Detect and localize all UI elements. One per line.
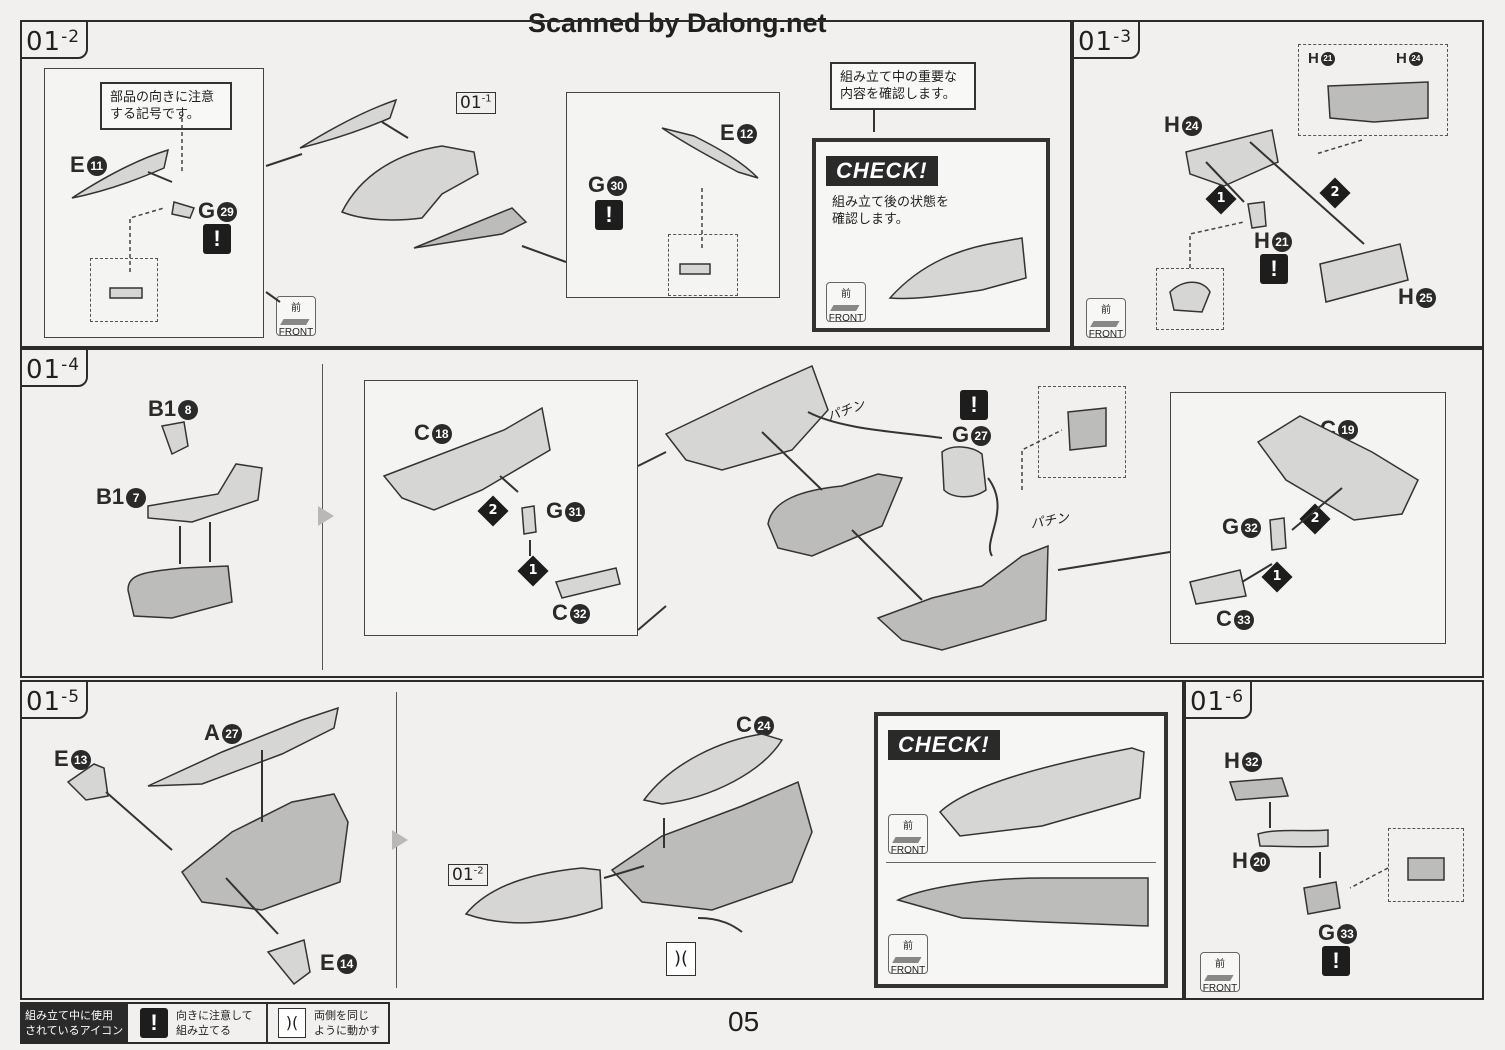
part-detail-box <box>1388 828 1464 902</box>
scan-credit: Scanned by Dalong.net <box>528 8 827 38</box>
part-detail-box <box>1038 386 1126 478</box>
check-divider <box>886 862 1156 863</box>
part-detail-box <box>668 234 738 296</box>
orientation-warning-icon: ! <box>1260 254 1288 284</box>
step-01-3-illustration <box>1169 81 1429 313</box>
part-detail-box <box>1156 268 1224 330</box>
step-number: 01-4 <box>20 348 89 387</box>
part-detail-box <box>90 258 158 322</box>
step-number: 01-5 <box>20 680 89 719</box>
legend-divider <box>266 1004 268 1042</box>
orientation-warning-icon: ! <box>960 390 988 420</box>
orientation-warning-icon: ! <box>1322 946 1350 976</box>
part-detail-box <box>1298 44 1448 136</box>
symmetric-move-icon: )( <box>666 942 696 976</box>
check-description: 組み立て後の状態を確認します。 <box>832 195 950 227</box>
step-01-4-illustration <box>127 364 1419 651</box>
check-badge: CHECK! <box>826 156 938 186</box>
orientation-note-callout: 部品の向きに注意する記号です。 <box>100 82 232 130</box>
legend-warning-text: 向きに注意して組み立てる <box>176 1009 253 1037</box>
legend-symmetric-text: 両側を同じように動かす <box>314 1009 380 1037</box>
legend-warning-icon: ! <box>140 1008 168 1038</box>
check-badge: CHECK! <box>888 730 1000 760</box>
flow-arrow <box>392 830 408 850</box>
legend-title: 組み立て中に使用されているアイコン <box>22 1004 128 1042</box>
step-01-2-illustration <box>71 98 1027 303</box>
step-number: 01-6 <box>1184 680 1253 719</box>
flow-arrow <box>318 506 334 526</box>
step-number: 01-2 <box>20 20 89 59</box>
ref-step-label: 01-1 <box>456 92 496 114</box>
check-note-callout: 組み立て中の重要な内容を確認します。 <box>830 62 976 110</box>
ref-step-label: 01-2 <box>448 864 488 886</box>
orientation-warning-icon: ! <box>203 224 231 254</box>
step-01-5-illustration <box>66 706 1149 986</box>
step-01-6-illustration <box>1228 777 1445 915</box>
step-number: 01-3 <box>1072 20 1141 59</box>
icon-legend: 組み立て中に使用されているアイコン ! 向きに注意して組み立てる )( 両側を同… <box>20 1002 390 1044</box>
page-number: 05 <box>728 1006 760 1037</box>
legend-symmetric-icon: )( <box>278 1008 306 1038</box>
orientation-warning-icon: ! <box>595 200 623 230</box>
